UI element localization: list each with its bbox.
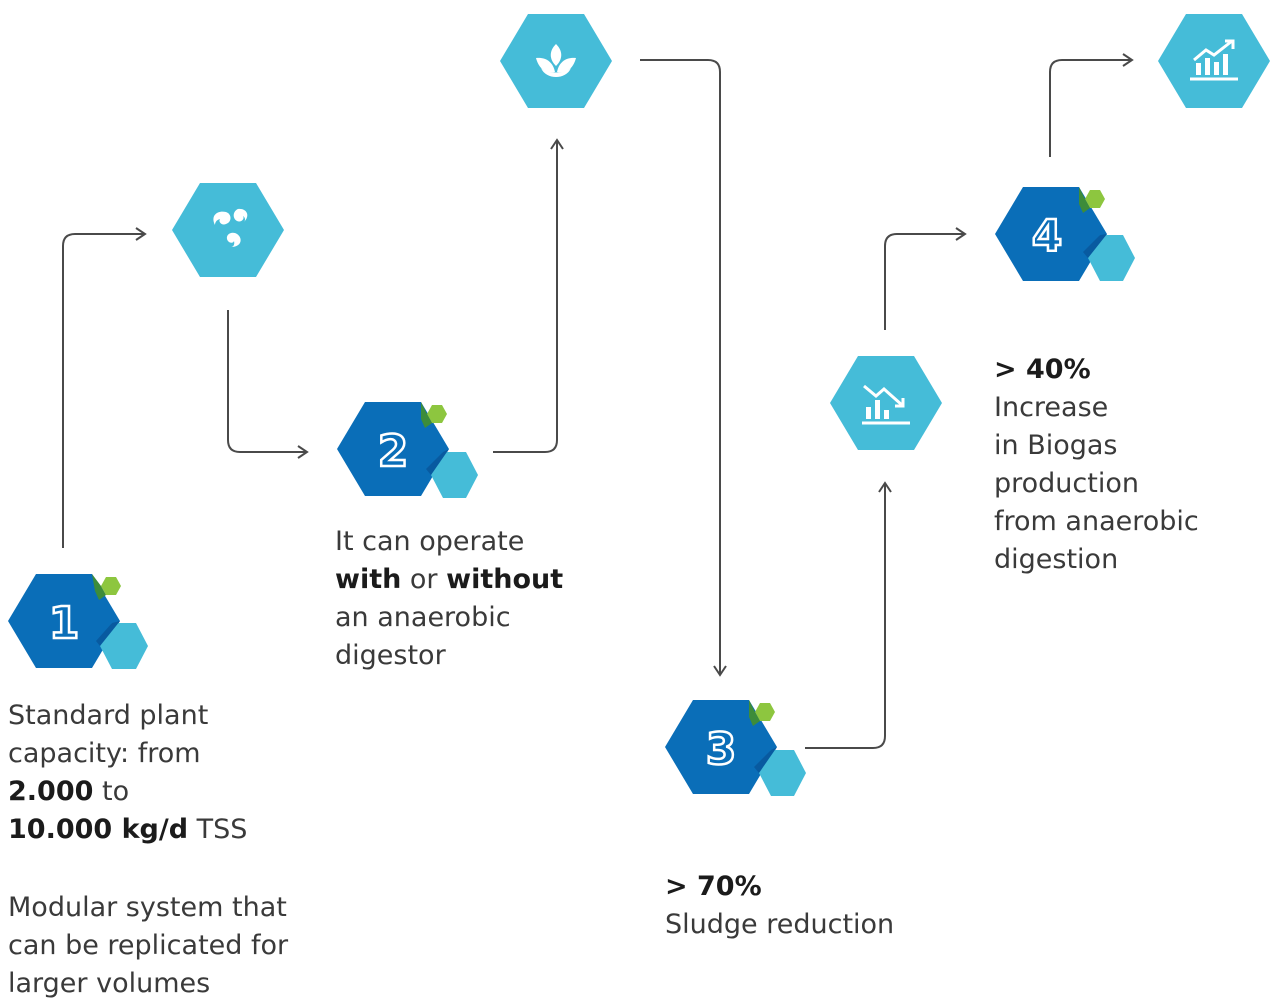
step-2-or: or (401, 564, 447, 595)
step-1-modular-line-1: Modular system that (8, 892, 287, 923)
step-3-text: > 70% Sludge reduction (665, 868, 894, 944)
step-1-line-1: Standard plant (8, 700, 209, 731)
connector-b-to-2 (227, 310, 309, 459)
step-2-line-2: with or without (335, 561, 563, 599)
step-1-number: 1 (49, 598, 80, 649)
step-2-text: It can operate with or without an anaero… (335, 523, 563, 675)
step-2-hexagon: 2 (337, 402, 478, 498)
step-1-unit: TSS (188, 814, 248, 845)
connector-4-to-d (1049, 53, 1134, 157)
step-2-line-3: an anaerobic (335, 602, 511, 633)
step-1-modular-line-2: can be replicated for (8, 930, 289, 961)
step-4-hexagon: 4 (995, 187, 1135, 281)
step-4-line-6: digestion (994, 544, 1119, 575)
step-4-text: > 40% Increase in Biogas production from… (994, 351, 1199, 579)
leaf-icon (536, 44, 576, 77)
step-1-line-3: 2.000 to (8, 773, 247, 811)
chart-decrease-icon (862, 384, 910, 425)
step-4-line-5: from anaerobic (994, 506, 1199, 537)
step-4-number: 4 (1032, 211, 1063, 262)
connector-c-to-4 (884, 227, 967, 330)
step-1-to: to (93, 776, 130, 807)
step-4-line-3: in Biogas (994, 430, 1118, 461)
decrease-hexagon (830, 356, 942, 450)
chart-increase-icon (1190, 39, 1238, 81)
connector-1-to-b (62, 227, 147, 548)
step-2-number: 2 (378, 426, 409, 477)
connector-2-to-a (493, 138, 564, 453)
step-4-line-4: production (994, 468, 1139, 499)
connectors (62, 53, 1134, 749)
step-2-line-4: digestor (335, 640, 446, 671)
connector-a-to-3 (640, 59, 727, 677)
step-4-line-2: Increase (994, 392, 1109, 423)
step-1-min-capacity: 2.000 (8, 776, 94, 807)
step-2-without: without (446, 564, 564, 595)
step-2-line-1: It can operate (335, 526, 525, 557)
step-1-max-capacity: 10.000 kg/d (8, 814, 189, 845)
step-1-modular-text: Modular system that can be replicated fo… (8, 889, 288, 1003)
step-1-text: Standard plant capacity: from 2.000 to 1… (8, 697, 247, 849)
step-3-percent: > 70% (665, 868, 894, 906)
step-1-hexagon: 1 (8, 574, 148, 669)
step-1-line-4: 10.000 kg/d TSS (8, 811, 247, 849)
leaf-hexagon (500, 14, 612, 108)
step-1-modular-line-3: larger volumes (8, 968, 211, 999)
step-3-line-2: Sludge reduction (665, 909, 895, 940)
increase-hexagon (1158, 14, 1270, 108)
step-2-with: with (335, 564, 402, 595)
step-4-percent: > 40% (994, 351, 1199, 389)
step-4-percent-value: > 40% (994, 354, 1091, 385)
step-3-percent-value: > 70% (665, 871, 762, 902)
flow-hexagon (172, 183, 284, 277)
biohazard-flow-icon (213, 208, 248, 247)
step-3-number: 3 (706, 724, 737, 775)
step-1-line-2: capacity: from (8, 738, 201, 769)
step-3-hexagon: 3 (665, 700, 806, 796)
connector-3-to-c (805, 481, 892, 749)
